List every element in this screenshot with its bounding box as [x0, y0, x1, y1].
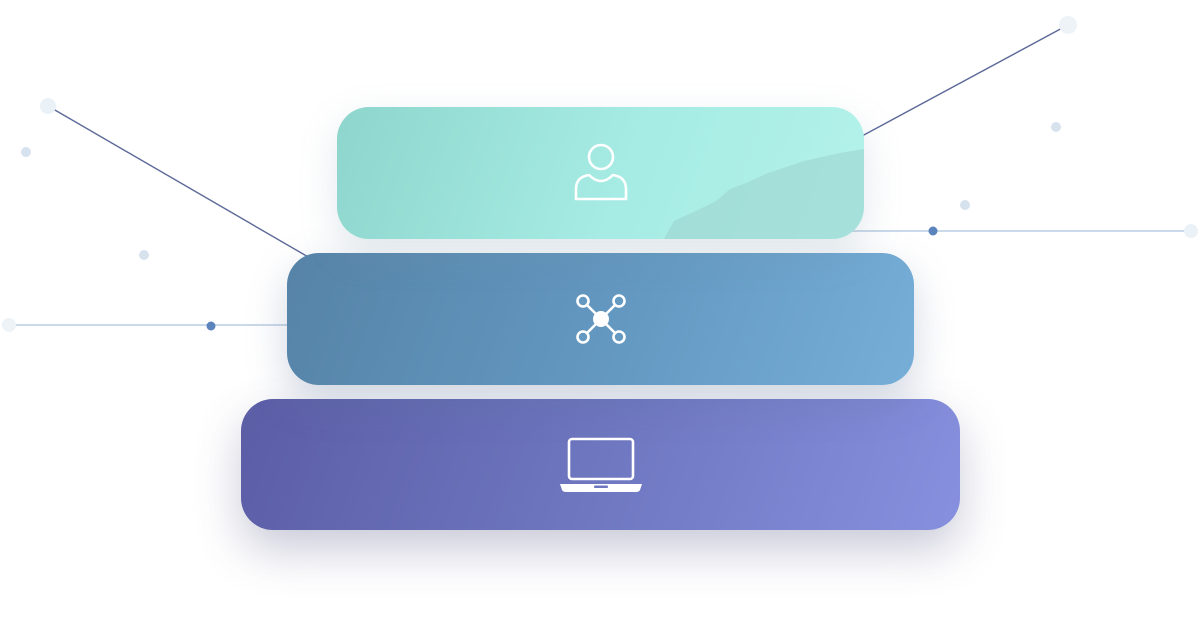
bottom-layer-card [241, 399, 960, 530]
top-layer-card [337, 107, 864, 239]
faint-dot [139, 250, 149, 260]
glow-dot [2, 318, 16, 332]
laptop-icon [559, 437, 642, 492]
connector-line-left-diagonal [47, 105, 311, 259]
glow-dot [1184, 224, 1198, 238]
user-icon [574, 143, 627, 201]
glow-dot [1059, 16, 1077, 34]
middle-layer-card [287, 253, 914, 385]
accent-dot [206, 321, 216, 331]
faint-dot [1051, 122, 1061, 132]
faint-dot [960, 200, 970, 210]
network-hub-icon [575, 294, 626, 344]
faint-dot [21, 147, 31, 157]
connector-line-right-diagonal [861, 25, 1067, 137]
accent-dot [928, 226, 938, 236]
top-layer-shade [664, 149, 864, 239]
glow-dot [40, 98, 56, 114]
